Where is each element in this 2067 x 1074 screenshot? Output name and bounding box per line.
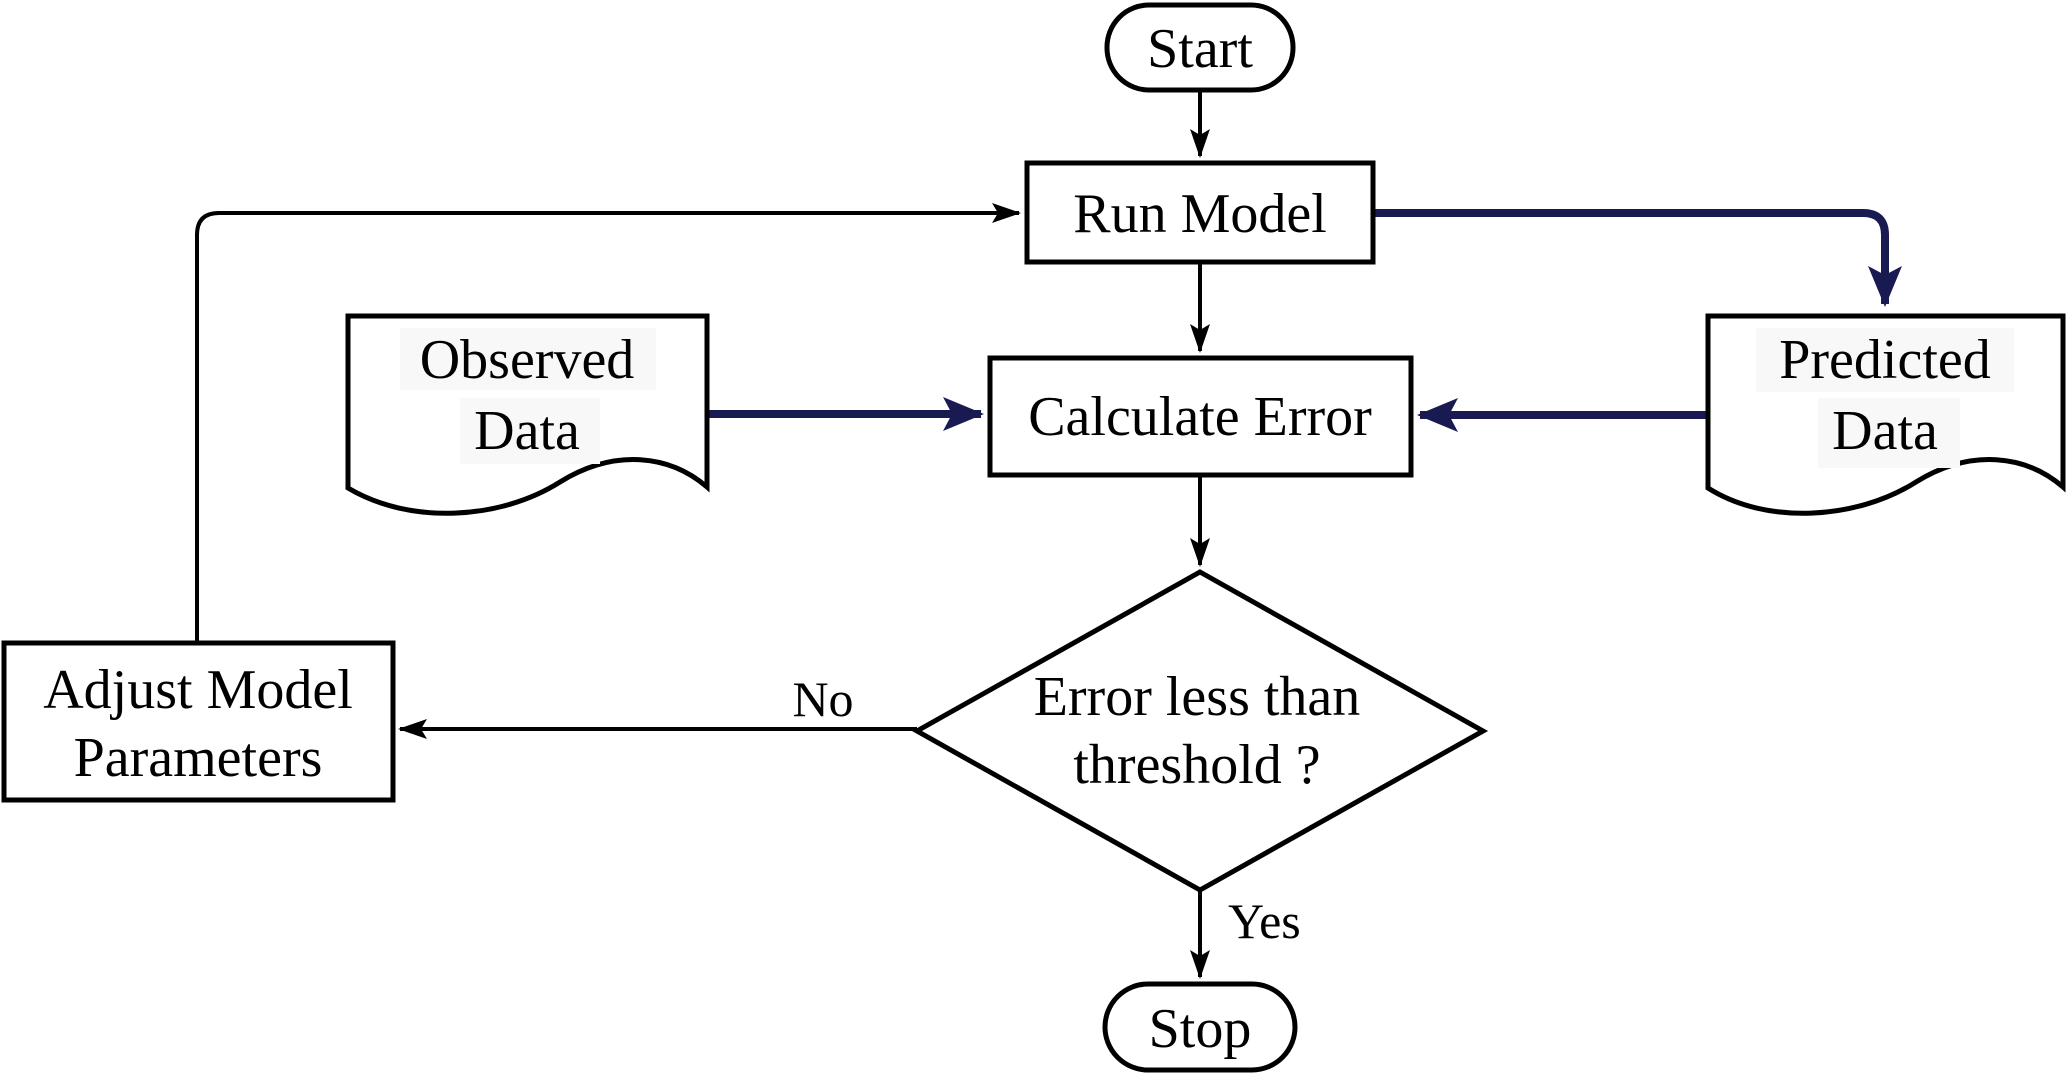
- node-run-model-label: Run Model: [1073, 183, 1327, 245]
- node-decision-label-line1: Error less than: [1034, 666, 1361, 728]
- node-decision: [911, 569, 1489, 893]
- label-highlight: [400, 328, 656, 390]
- label-highlight: [1756, 328, 2014, 392]
- node-calculate-error-label: Calculate Error: [1028, 386, 1372, 448]
- node-adjust-parameters-label-line1: Adjust Model: [43, 659, 353, 721]
- node-start: [1104, 2, 1296, 93]
- node-observed-data-label-line2: Data: [474, 400, 580, 462]
- node-start-label: Start: [1147, 18, 1253, 80]
- edge-run-model-to-predicted-data: [1373, 209, 1902, 307]
- node-predicted-data-label-line1: Predicted: [1779, 329, 1990, 391]
- label-highlight: [460, 398, 600, 464]
- node-stop: [1102, 981, 1298, 1073]
- node-calculate-error: [987, 355, 1414, 478]
- node-run-model: [1024, 160, 1376, 265]
- label-highlight: [1818, 398, 1960, 468]
- node-stop-label: Stop: [1149, 998, 1252, 1060]
- node-adjust-parameters: [1, 640, 396, 803]
- node-adjust-parameters-label-line2: Parameters: [74, 727, 323, 789]
- node-observed-data-label-line1: Observed: [420, 329, 635, 391]
- edge-label-yes: Yes: [1228, 893, 1301, 949]
- edge-label-no: No: [792, 671, 853, 727]
- node-decision-label-line2: threshold ?: [1073, 734, 1320, 796]
- edge-adjust-parameters-to-run-model: [195, 203, 1021, 643]
- node-predicted-data-label-line2: Data: [1832, 400, 1938, 462]
